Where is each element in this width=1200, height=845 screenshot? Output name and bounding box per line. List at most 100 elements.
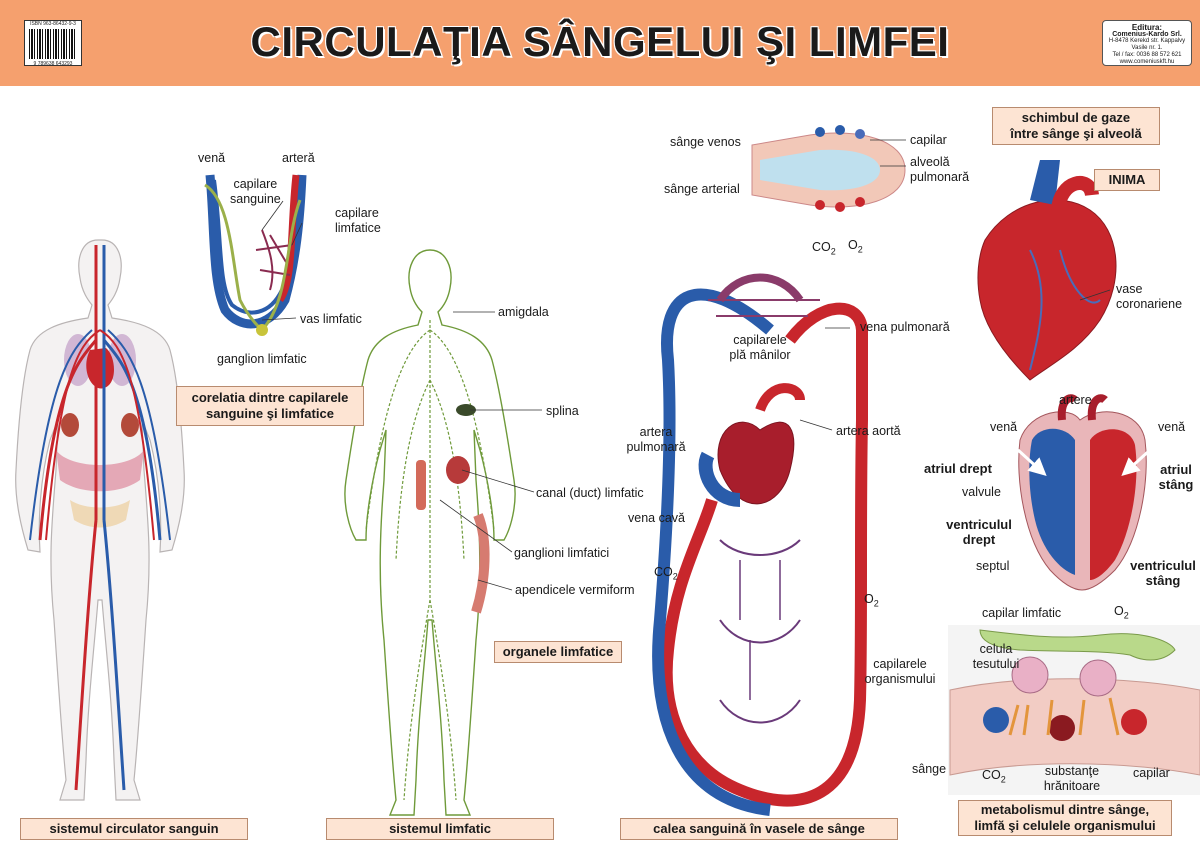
publisher-web: www.comeniuskft.hu	[1119, 59, 1175, 65]
publisher-label: Editura:	[1131, 23, 1163, 32]
publisher-address: H-8478 Kerekd str. Kappalvy Vasile nr. 1…	[1108, 38, 1186, 51]
label-blood-capillaries-line2: sanguine	[230, 192, 281, 206]
co2-body-subscript: 2	[672, 571, 678, 582]
label-o2-body: O2	[864, 592, 879, 612]
caption-metabolism: metabolismul dintre sânge, limfă şi celu…	[958, 800, 1172, 836]
label-lymph-node: ganglion limfatic	[217, 352, 307, 366]
o2-subscript: 2	[857, 244, 863, 255]
caption-gas-exchange-line2: între sânge şi alveolă	[1010, 126, 1142, 141]
label-body-capillaries-line2: organismului	[864, 672, 936, 686]
barcode-number: 9 789638 643293	[33, 61, 73, 67]
label-lymph-capillaries: capilare limfatice	[335, 206, 381, 236]
human-body-circulatory	[15, 239, 185, 801]
leader-lines	[261, 139, 1111, 591]
label-nutrients: substanţe hrănitoare	[1036, 764, 1108, 794]
caption-lymphatic-system: sistemul limfatic	[326, 818, 554, 840]
caption-lymph-organs: organele limfatice	[494, 641, 622, 663]
label-capillary: capilar	[910, 133, 947, 147]
label-body-capillaries-line1: capilarele	[873, 657, 927, 671]
label-venous-blood: sânge venos	[670, 135, 741, 149]
o2-body-text: O	[864, 592, 874, 606]
co2-subscript: 2	[830, 246, 836, 257]
label-tissue-cell-line2: tesutului	[972, 657, 1020, 671]
blood-path-diagram	[652, 273, 868, 816]
o2-metabolism-text: O	[1114, 604, 1124, 618]
label-blood-capillaries-line1: capilare	[233, 177, 278, 191]
co2-metabolism-subscript: 2	[1000, 774, 1006, 785]
label-artery: arteră	[282, 151, 315, 165]
label-right-ventricle-line2: drept	[962, 532, 996, 547]
caption-metabolism-line1: metabolismul dintre sânge,	[980, 802, 1150, 817]
co2-body-text: CO	[654, 565, 673, 579]
page-title: CIRCULAŢIA SÂNGELUI ŞI LIMFEI	[250, 18, 950, 65]
label-right-ventricle: ventriculul drept	[942, 517, 1016, 547]
label-arterial-blood: sânge arterial	[664, 182, 740, 196]
label-o2-top: O2	[848, 238, 863, 258]
capillary-detail-diagram	[204, 174, 307, 336]
label-pulmonary-artery-line1: artera	[639, 425, 673, 439]
label-vena-cava: vena cavă	[628, 511, 685, 525]
label-capillary-metabolism: capilar	[1133, 766, 1170, 780]
label-pulmonary-artery: artera pulmonară	[618, 425, 694, 455]
label-valves: valvule	[962, 485, 1001, 499]
header-banner	[0, 0, 1200, 86]
label-pulmonary-vein: vena pulmonară	[860, 320, 950, 334]
label-left-ventricle-line2: stâng	[1145, 573, 1181, 588]
barcode: ISBN 963-86432-9-3 9 789638 643293	[24, 20, 82, 67]
caption-circulatory-system: sistemul circulator sanguin	[20, 818, 248, 840]
label-right-atrium: atriul drept	[924, 461, 992, 476]
label-vein: venă	[198, 151, 226, 165]
publisher-box: Editura: Comenius-Kardo Srl. H-8478 Kere…	[1102, 20, 1192, 66]
label-co2-top: CO2	[812, 240, 836, 260]
caption-metabolism-line2: limfă şi celulele organismului	[974, 818, 1156, 833]
caption-capillary-correlation-line2: sanguine şi limfatice	[206, 406, 334, 421]
label-lung-capillaries: capilarele plă mânilor	[710, 333, 810, 363]
label-tissue-cell-line1: celula	[979, 642, 1013, 656]
label-aorta: artera aortă	[836, 424, 901, 438]
label-lung-capillaries-line2: plă mânilor	[729, 348, 791, 362]
label-body-capillaries: capilarele organismului	[858, 657, 942, 687]
label-arteries: artere	[1059, 393, 1092, 407]
o2-text: O	[848, 238, 858, 252]
label-appendix: apendicele vermiform	[515, 583, 635, 597]
label-coronary-vessels: vase coronariene	[1116, 282, 1182, 312]
label-alveolus: alveolă pulmonară	[910, 155, 969, 185]
label-left-atrium-line1: atriul	[1160, 462, 1192, 477]
label-co2-body: CO2	[654, 565, 678, 585]
label-spleen: splina	[546, 404, 579, 418]
heart-exterior	[977, 160, 1117, 381]
label-lymph-capillary: capilar limfatic	[982, 606, 1062, 620]
label-lymph-vessel: vas limfatic	[300, 312, 362, 326]
label-coronary-line2: coronariene	[1116, 297, 1183, 311]
label-tissue-cell: celula tesutului	[966, 642, 1026, 672]
caption-gas-exchange-line1: schimbul de gaze	[1021, 110, 1131, 125]
label-left-ventricle: ventriculul stâng	[1126, 558, 1200, 588]
label-lymph-nodes: ganglioni limfatici	[514, 546, 610, 560]
publisher-name: Comenius-Kardo Srl.	[1112, 31, 1182, 38]
alveolus-gas-exchange	[751, 125, 906, 212]
label-nutrients-line1: substanţe	[1044, 764, 1100, 778]
label-pulmonary-artery-line2: pulmonară	[626, 440, 686, 454]
label-alveolus-line1: alveolă	[910, 155, 950, 169]
label-lung-capillaries-line1: capilarele	[733, 333, 787, 347]
label-alveolus-line2: pulmonară	[910, 170, 970, 184]
isbn-text: ISBN 963-86432-9-3	[30, 21, 76, 27]
caption-capillary-correlation: corelatia dintre capilarele sanguine şi …	[176, 386, 364, 426]
label-vein-right: venă	[1158, 420, 1186, 434]
heart-cross-section	[1016, 394, 1152, 591]
label-lymph-capillaries-line1: capilare	[335, 206, 379, 220]
label-septum: septul	[976, 559, 1010, 573]
label-lymph-capillaries-line2: limfatice	[335, 221, 381, 235]
label-blood-capillaries: capilare sanguine	[230, 177, 281, 207]
o2-body-subscript: 2	[873, 598, 879, 609]
caption-heart: INIMA	[1094, 169, 1160, 191]
label-coronary-line1: vase	[1116, 282, 1143, 296]
label-lymph-duct: canal (duct) limfatic	[536, 486, 644, 500]
human-body-lymphatic	[344, 249, 516, 816]
label-blood-metabolism: sânge	[912, 762, 947, 776]
label-left-atrium: atriul stâng	[1154, 462, 1198, 492]
barcode-bars	[29, 29, 77, 59]
co2-text: CO	[812, 240, 831, 254]
label-o2-metabolism: O2	[1114, 604, 1129, 624]
caption-blood-path: calea sanguină în vasele de sânge	[620, 818, 898, 840]
